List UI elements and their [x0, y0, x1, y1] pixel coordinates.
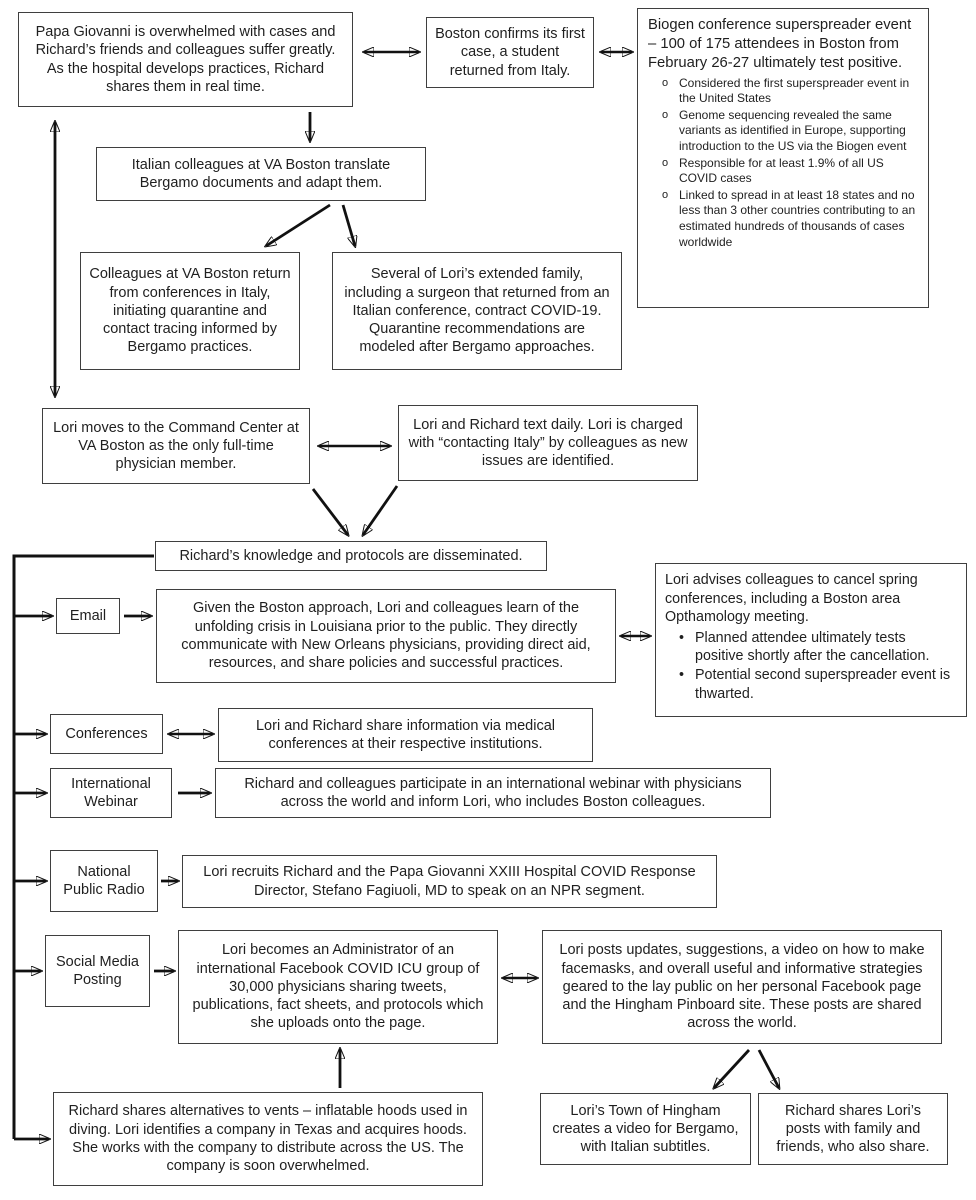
box-webinar-content: Richard and colleagues participate in an… [215, 768, 771, 818]
label-email: Email [56, 598, 120, 634]
box-conferences-content: Lori and Richard share information via m… [218, 708, 593, 762]
biogen-bullet: Linked to spread in at least 18 states a… [662, 188, 918, 250]
box-email-content: Given the Boston approach, Lori and coll… [156, 589, 616, 683]
biogen-bullet: Responsible for at least 1.9% of all US … [662, 156, 918, 187]
box-richard-shares-posts: Richard shares Lori’s posts with family … [758, 1093, 948, 1165]
advises-bullet: Potential second superspreader event is … [679, 666, 957, 703]
arrow-italian-to-family [341, 204, 355, 246]
arrow-daily-to-disseminated [363, 485, 399, 535]
advises-bullet: Planned attendee ultimately tests positi… [679, 629, 957, 666]
box-boston-first-case: Boston confirms its first case, a studen… [426, 17, 594, 88]
advises-bullet-list: Planned attendee ultimately tests positi… [665, 629, 957, 704]
arrow-command-to-disseminated [311, 488, 348, 535]
box-italian-colleagues: Italian colleagues at VA Boston translat… [96, 147, 426, 201]
box-vent-alternatives: Richard shares alternatives to vents – i… [53, 1092, 483, 1186]
box-hingham-video: Lori’s Town of Hingham creates a video f… [540, 1093, 751, 1165]
arrow-posts-to-richard [757, 1049, 779, 1088]
box-text-daily: Lori and Richard text daily. Lori is cha… [398, 405, 698, 481]
advises-intro: Lori advises colleagues to cancel spring… [665, 572, 918, 626]
box-va-boston-return: Colleagues at VA Boston return from conf… [80, 252, 300, 370]
box-biogen-event: Biogen conference superspreader event – … [637, 8, 929, 308]
biogen-bullet: Genome sequencing revealed the same vari… [662, 108, 918, 155]
arrow-posts-to-hingham [714, 1049, 751, 1088]
box-protocols-disseminated: Richard’s knowledge and protocols are di… [155, 541, 547, 571]
box-lori-posts: Lori posts updates, suggestions, a video… [542, 930, 942, 1044]
box-papa-giovanni: Papa Giovanni is overwhelmed with cases … [18, 12, 353, 107]
label-conferences: Conferences [50, 714, 163, 754]
label-social-media-posting: Social Media Posting [45, 935, 150, 1007]
biogen-intro: Biogen conference superspreader event – … [648, 17, 912, 72]
box-lori-advises: Lori advises colleagues to cancel spring… [655, 563, 967, 717]
box-npr-content: Lori recruits Richard and the Papa Giova… [182, 855, 717, 908]
box-command-center: Lori moves to the Command Center at VA B… [42, 408, 310, 484]
box-lori-extended-family: Several of Lori’s extended family, inclu… [332, 252, 622, 370]
box-social-content: Lori becomes an Administrator of an inte… [178, 930, 498, 1044]
spine-line [12, 554, 154, 1139]
biogen-bullet: Considered the first superspreader event… [662, 76, 918, 107]
arrow-italian-to-return [266, 203, 331, 246]
label-national-public-radio: National Public Radio [50, 850, 158, 912]
biogen-bullet-list: Considered the first superspreader event… [648, 76, 918, 252]
label-international-webinar: International Webinar [50, 768, 172, 818]
